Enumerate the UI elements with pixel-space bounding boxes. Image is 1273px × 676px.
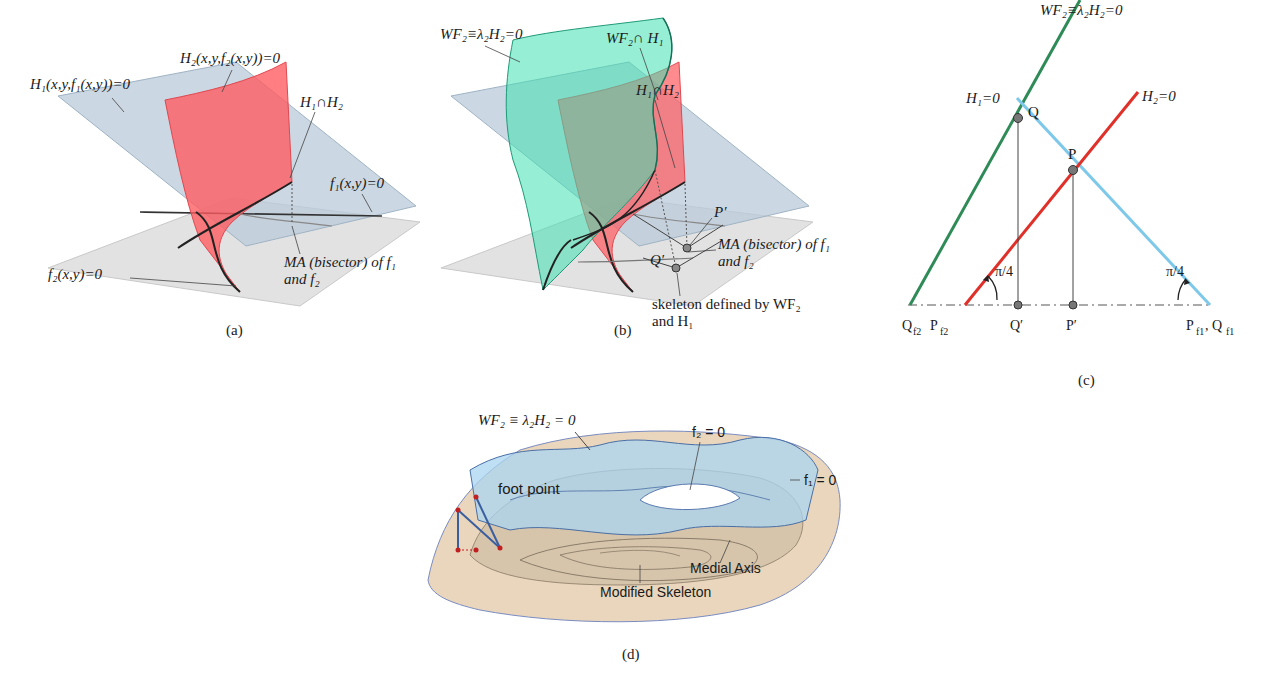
figure-label: P′ — [1066, 318, 1077, 334]
figure-label: P′ — [714, 204, 726, 221]
figure-label: WF₂≡λ₂H₂=0 — [440, 26, 522, 43]
figure-label: Modified Skeleton — [600, 584, 711, 600]
figure-label: (c) — [1078, 372, 1095, 389]
panel-c — [908, 0, 1212, 309]
figure-label: (d) — [622, 646, 640, 663]
figure-label: WF₂ ≡ λ₂H₂ = 0 — [478, 412, 575, 429]
figure-label: WF₂≡λ₂H₂=0 — [1040, 2, 1122, 19]
figure-label: f1 — [1226, 326, 1234, 338]
figure-label: , Q — [1205, 318, 1222, 334]
figure-label: P — [1068, 146, 1076, 163]
figure-label: Medial Axis — [690, 560, 761, 576]
figure-label: foot point — [498, 480, 560, 497]
figure-label: (b) — [614, 322, 632, 339]
figure-label: H₁=0 — [966, 90, 1000, 107]
figure-label: H₁∩H₂ — [300, 94, 343, 111]
figure-label: f₂(x,y)=0 — [48, 266, 102, 283]
figure-label: f₁ = 0 — [804, 472, 836, 488]
figure-label: (a) — [226, 322, 243, 339]
figure-label: H₂(x,y,f₂(x,y))=0 — [180, 50, 280, 67]
figure-label: Q′ — [1010, 318, 1023, 334]
figure-label: f1 — [1196, 326, 1204, 338]
figure-label: MA (bisector) of f₁ and f₂ — [284, 254, 404, 289]
figure-label: f₂ = 0 — [692, 424, 725, 440]
figure-label: H₁(x,y,f₁(x,y))=0 — [30, 76, 130, 93]
figure-label: P — [1186, 318, 1194, 334]
panel-a — [48, 62, 420, 306]
figure-label: f₁(x,y)=0 — [330, 175, 384, 192]
figure-label: f2 — [940, 326, 948, 338]
figure-label: π/4 — [995, 264, 1013, 280]
figure-label: Q′ — [650, 252, 664, 269]
figure-label: skeleton defined by WF₂ and H₁ — [652, 296, 822, 331]
figure-label: MA (bisector) of f₁ and f₂ — [718, 236, 838, 271]
figure-label: H₂=0 — [1142, 88, 1176, 105]
panel-b — [441, 18, 813, 306]
figure-label: Q — [902, 318, 912, 334]
figure-label: H₁∩H₂ — [636, 82, 679, 99]
figure-label: f2 — [913, 326, 921, 338]
panel-d — [428, 431, 840, 622]
figure-label: P — [930, 318, 938, 334]
figure-label: π/4 — [1166, 264, 1184, 280]
figure-label: Q — [1028, 104, 1039, 121]
figure-label: WF₂∩ H₁ — [606, 30, 664, 47]
